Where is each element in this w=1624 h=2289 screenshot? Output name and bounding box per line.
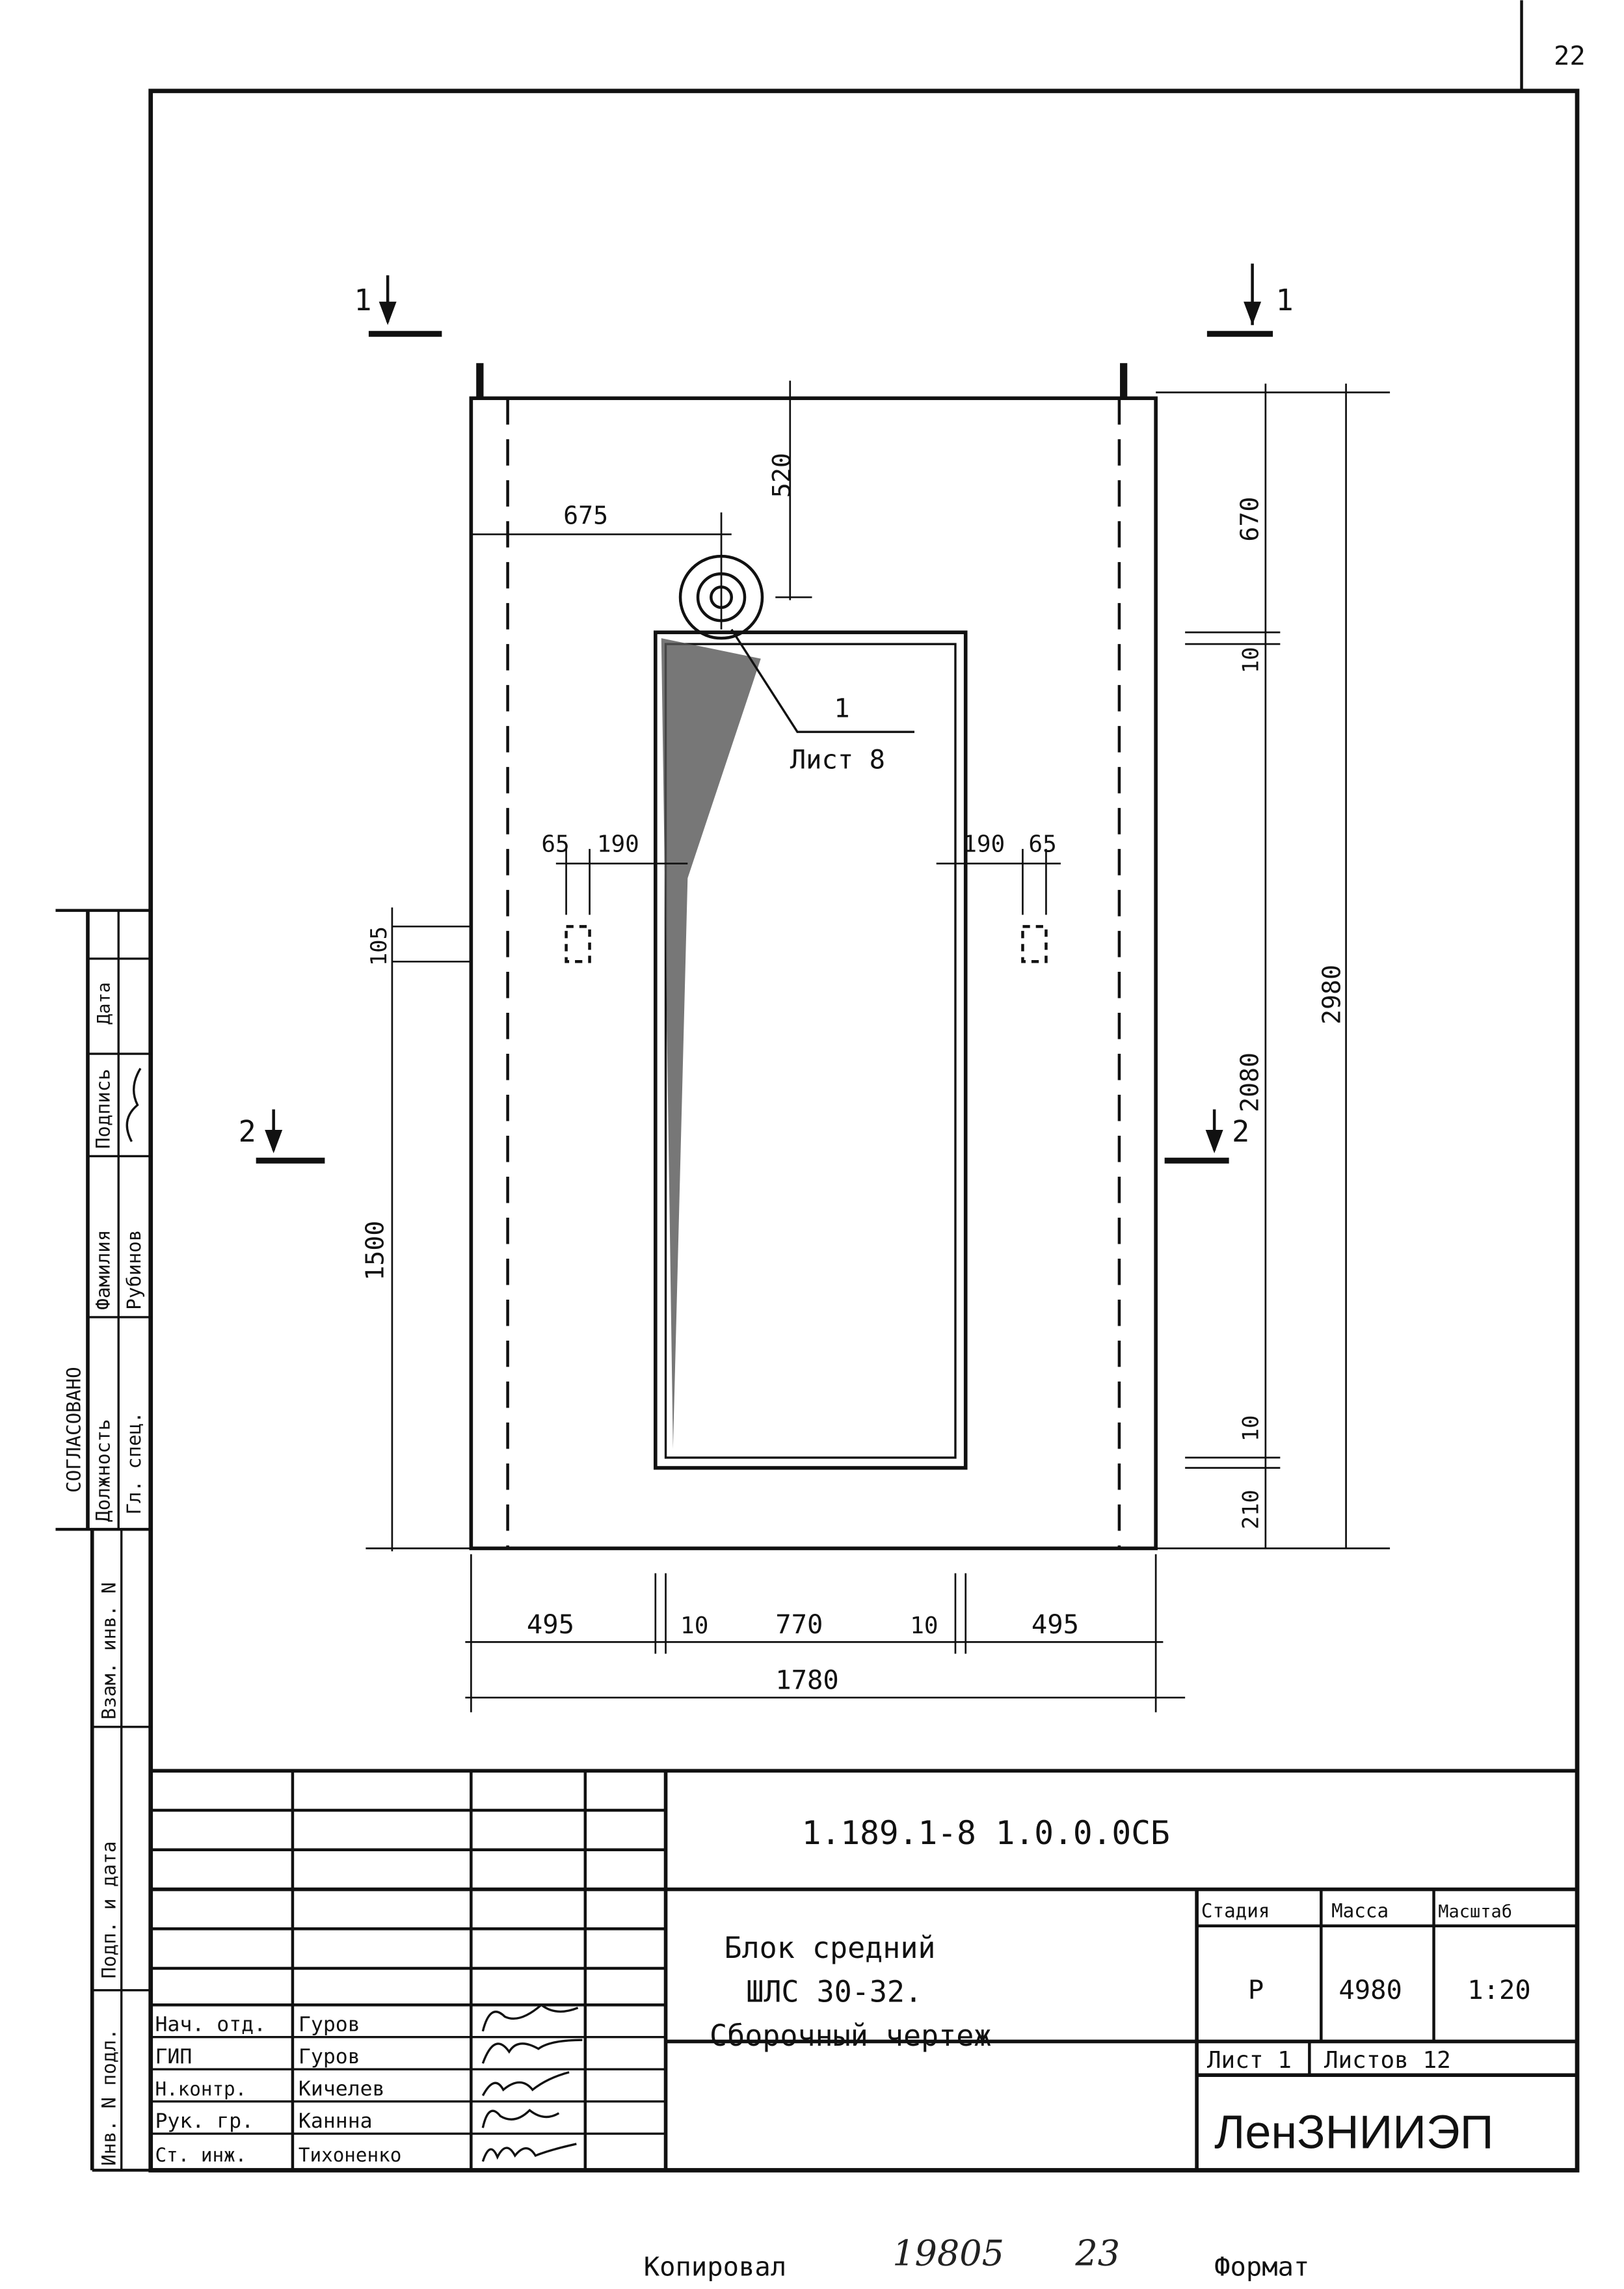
drawing-frame: [148, 88, 1580, 2173]
stage-value: Р: [1248, 1974, 1264, 2005]
approval-stamp-text: СОГЛАСОВАНО Должность Фамилия Подпись Да…: [63, 982, 145, 1522]
archive-number: 19805: [892, 2233, 1004, 2274]
signature-2: [481, 2039, 583, 2064]
section-label: 1: [354, 283, 371, 317]
staff-rows: Нач. отд. Гуров ГИП Гуров Н.контр. Кичел…: [155, 2013, 401, 2166]
value-position: Гл. спец.: [123, 1412, 145, 1514]
dim-495-left: 495: [527, 1609, 574, 1640]
dimension-labels: 675 520 670 10 2080 2980 10 210 65 190 1…: [361, 453, 1346, 1695]
approval-header: СОГЛАСОВАНО: [63, 1367, 85, 1493]
footer-sheet-number: 23: [1074, 2233, 1120, 2274]
dim-2080: 2080: [1236, 1052, 1265, 1112]
signature-3: [481, 2071, 570, 2096]
inventory-stamp: [90, 1529, 151, 2172]
dim-675: 675: [563, 502, 608, 531]
dim-520: 520: [768, 453, 797, 498]
dim-10-top: 10: [1238, 647, 1264, 674]
signature-1: [481, 2003, 579, 2032]
staff-name: Каннна: [299, 2109, 373, 2133]
title-block-grid: [150, 1769, 1578, 2171]
svg-text:1: 1: [834, 693, 849, 724]
footer: Копировал 19805 23 Формат: [644, 2233, 1310, 2282]
col-surname: Фамилия: [92, 1229, 114, 1309]
page-number: 22: [1554, 40, 1586, 71]
dim-10-right: 10: [910, 1613, 938, 1639]
signatures: [481, 2003, 583, 2162]
format-label: Формат: [1214, 2251, 1309, 2282]
section-label: 2: [239, 1114, 256, 1149]
staff-role: Ст. инж.: [155, 2144, 246, 2166]
scale-value: 1:20: [1467, 1974, 1531, 2005]
dimension-lines: [366, 381, 1391, 1713]
dim-190-right: 190: [963, 831, 1005, 858]
door-opening: [653, 630, 968, 1470]
staff-role: Нач. отд.: [155, 2013, 266, 2037]
label-sign-date: Подп. и дата: [98, 1841, 120, 1979]
label-orig-inv: Инв. N подл.: [98, 2028, 120, 2165]
header-mass: Масса: [1331, 1899, 1389, 1921]
header-scale: Масштаб: [1438, 1901, 1512, 1921]
label-replacement-inv: Взам. инв. N: [98, 1582, 120, 1719]
callout-leader: 1 Лист 8: [730, 628, 914, 775]
signature-5: [481, 2143, 577, 2162]
section-marker-2-right: 2: [1164, 1109, 1249, 1164]
dim-10-bottom: 10: [1238, 1415, 1264, 1442]
staff-name: Гуров: [299, 2045, 360, 2068]
title-block: 1.189.1-8 1.0.0.0СБ Блок средний ШЛС 30-…: [155, 1814, 1530, 2166]
section-marker-1-right: 1: [1206, 263, 1294, 337]
sheet-number: Лист 1: [1207, 2047, 1292, 2074]
title-line-3: Сборочный чертеж: [710, 2018, 991, 2053]
drawing-designation: 1.189.1-8 1.0.0.0СБ: [802, 1814, 1170, 1852]
embedded-plate-left: [565, 925, 591, 963]
staff-name: Кичелев: [299, 2078, 385, 2101]
header-stage: Стадия: [1201, 1899, 1270, 1921]
section-label: 2: [1232, 1114, 1249, 1149]
mass-value: 4980: [1338, 1974, 1402, 2005]
dim-1500: 1500: [361, 1221, 390, 1281]
value-surname: Рубинов: [123, 1229, 145, 1309]
copied-label: Копировал: [644, 2251, 786, 2282]
section-marker-1-left: 1: [354, 275, 442, 337]
dim-495-right: 495: [1032, 1609, 1079, 1640]
dim-105: 105: [366, 926, 392, 966]
approval-stamp: [55, 909, 151, 1531]
svg-text:Лист 8: Лист 8: [790, 743, 885, 775]
dim-1780: 1780: [775, 1664, 839, 1695]
staff-role: Рук. гр.: [155, 2109, 254, 2133]
section-marker-2-left: 2: [239, 1109, 325, 1164]
staff-name: Тихоненко: [299, 2144, 401, 2166]
signature-approval: [126, 1067, 142, 1142]
section-label: 1: [1276, 283, 1294, 317]
dim-210: 210: [1238, 1490, 1264, 1529]
shaded-reveal: [661, 638, 761, 1449]
staff-role: Н.контр.: [155, 2078, 246, 2100]
organization-name: ЛенЗНИИЭП: [1214, 2107, 1493, 2159]
col-date: Дата: [94, 982, 114, 1024]
dim-65-left: 65: [541, 831, 569, 858]
wall-block: [469, 363, 1158, 1551]
col-position: Должность: [92, 1419, 114, 1521]
sheets-total: Листов 12: [1324, 2047, 1451, 2074]
staff-name: Гуров: [299, 2013, 360, 2037]
dim-2980: 2980: [1318, 965, 1347, 1024]
dim-770: 770: [775, 1609, 823, 1640]
dim-65-right: 65: [1028, 831, 1056, 858]
dim-670: 670: [1236, 497, 1265, 542]
signature-4: [481, 2108, 560, 2128]
dim-190-left: 190: [597, 831, 639, 858]
col-signature: Подпись: [92, 1069, 114, 1149]
embedded-plate-right: [1021, 925, 1048, 963]
staff-role: ГИП: [155, 2045, 192, 2068]
dim-10-left: 10: [680, 1613, 708, 1639]
title-line-2: ШЛС 30-32.: [746, 1975, 922, 2009]
title-line-1: Блок средний: [725, 1931, 936, 1965]
